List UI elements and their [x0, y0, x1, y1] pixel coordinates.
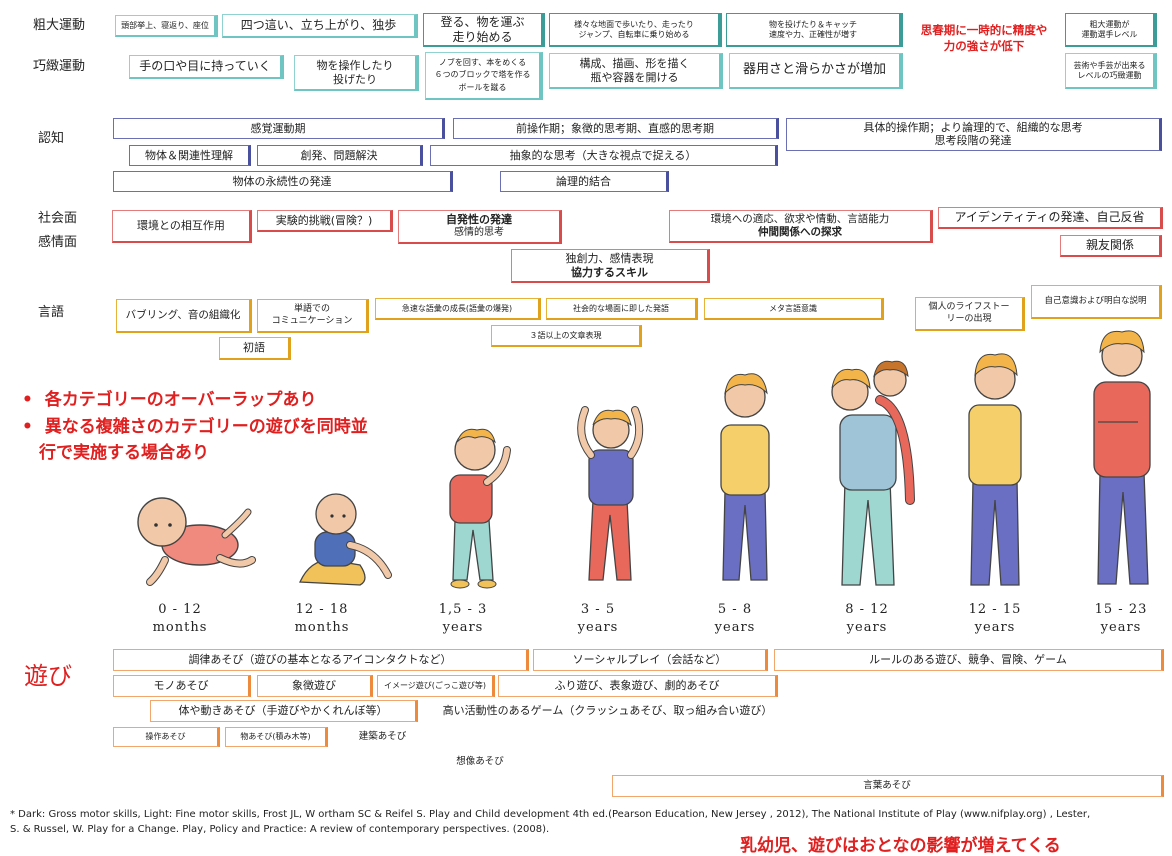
play-rough-and-tumble: 高い活動性のあるゲーム（クラッシュあそび、取っ組み合い遊び）: [442, 704, 773, 718]
social-environment-interaction: 環境との相互作用: [112, 210, 252, 243]
lang-self-awareness: 自己意識および明白な説明: [1031, 285, 1162, 319]
gross-climb-run: 登る、物を運ぶ走り始める: [423, 13, 545, 47]
lang-first-word: 初語: [219, 337, 291, 360]
row-label-emotional: 感情面: [38, 235, 78, 250]
play-imaginative: 想像あそび: [456, 756, 504, 768]
play-body-movement: 体や動きあそび（手遊びやかくれんぼ等）: [150, 700, 418, 722]
fine-draw-open: 構成、描画、形を描く瓶や容器を開ける: [549, 53, 723, 89]
play-objects: モノあそび: [113, 675, 251, 697]
lang-babbling: バブリング、音の組織化: [116, 299, 252, 333]
bullet-overlap: • 各カテゴリーのオーバーラップあり: [22, 390, 317, 410]
child-3-5-icon: [577, 406, 644, 581]
sitting-baby-icon: [299, 493, 392, 586]
bullet-parallel: • 異なる複雑さのカテゴリーの遊びを同時並: [22, 417, 368, 437]
fine-hand-to-mouth: 手の口や目に持っていく: [129, 55, 284, 79]
play-rules-games: ルールのある遊び、競争、冒険、ゲーム: [774, 649, 1164, 671]
cog-abstract-thinking: 抽象的な思考（大きな視点で捉える）: [430, 145, 778, 166]
play-construction: 建築あそび: [358, 731, 407, 743]
cog-logical-combination: 論理的結合: [500, 171, 669, 192]
gross-athlete-level: 粗大運動が運動選手レベル: [1065, 13, 1157, 47]
cutoff-note: 乳幼児、遊びはおとなの影響が増えてくる: [740, 836, 1061, 856]
lang-social-speech: 社会的な場面に即した発語: [546, 298, 698, 320]
teen-12-15-icon: [968, 353, 1022, 586]
social-adaptation-peers: 環境への適応、欲求や情動、言語能力仲間関係への探求: [669, 210, 933, 243]
social-autonomy: 自発性の発達感情的思考: [398, 210, 562, 244]
play-social: ソーシャルプレイ（会話など）: [533, 649, 768, 671]
social-cooperation: 独創力、感情表現協力するスキル: [511, 249, 710, 283]
gross-puberty-note: 思春期に一時的に精度や力の強さが低下: [920, 23, 1048, 53]
row-label-play: 遊び: [24, 662, 72, 690]
play-block-building: 物あそび(積み木等): [225, 727, 328, 747]
lang-metalinguistic: メタ言語意識: [704, 298, 884, 320]
lang-sentence: ３語以上の文章表現: [491, 325, 642, 347]
fine-manipulate-throw: 物を操作したり投げたり: [294, 55, 419, 91]
play-pretend-dramatic: ふり遊び、表象遊び、劇的あそび: [498, 675, 778, 697]
child-5-8-icon: [720, 373, 770, 581]
row-label-gross-motor: 粗大運動: [33, 18, 86, 33]
social-experimental-challenge: 実験的挑戦(冒険？): [257, 210, 393, 232]
youth-15-23-icon: [1093, 330, 1151, 585]
cog-preoperational: 前操作期；象徴的思考期、直感的思考期: [453, 118, 779, 139]
row-label-cognition: 認知: [38, 131, 65, 146]
piggyback-children-icon: [831, 360, 915, 586]
social-close-friends: 親友関係: [1060, 235, 1162, 257]
gross-walk-jump: 様々な地面で歩いたり、走ったりジャンプ、自転車に乗り始める: [549, 13, 722, 47]
lang-word-communication: 単語でのコミュニケーション: [257, 299, 369, 333]
social-identity: アイデンティティの発達、自己反省: [938, 207, 1163, 229]
lang-life-story: 個人のライフストーリーの出現: [915, 297, 1025, 331]
row-label-social: 社会面: [38, 211, 78, 226]
cog-problem-solving: 創発、問題解決: [257, 145, 423, 166]
row-label-language: 言語: [38, 305, 65, 320]
lang-vocabulary-burst: 急速な語彙の成長(語彙の爆発): [375, 298, 541, 320]
gross-throw-catch: 物を投げたり＆キャッチ速度や力、正確性が増す: [726, 13, 903, 47]
fine-dexterity: 器用さと滑らかさが増加: [729, 53, 903, 89]
gross-head-control: 頭部挙上、寝返り、座位: [115, 15, 218, 37]
cog-object-relations: 物体＆関連性理解: [129, 145, 251, 166]
play-word: 言葉あそび: [612, 775, 1164, 797]
crawling-baby-icon: [137, 497, 256, 586]
bullet-parallel-cont: 行で実施する場合あり: [39, 443, 209, 463]
row-label-fine-motor: 巧緻運動: [33, 59, 86, 74]
gross-crawl-walk: 四つ這い、立ち上がり、独歩: [222, 14, 418, 38]
cog-concrete-operational: 具体的操作期；より論理的で、組織的な思考思考段階の発達: [786, 118, 1162, 151]
fine-craft-level: 芸術や手芸が出来るレベルの巧緻運動: [1065, 53, 1157, 89]
play-symbolic: 象徴遊び: [257, 675, 373, 697]
play-attunement: 調律あそび（遊びの基本となるアイコンタクトなど）: [113, 649, 529, 671]
cog-sensorimotor: 感覚運動期: [113, 118, 445, 139]
toddler-icon: [449, 428, 511, 589]
footnote-line-2: S. & Russel, W. Play for a Change. Play,…: [10, 824, 550, 835]
footnote-line-1: * Dark: Gross motor skills, Light: Fine …: [10, 809, 1091, 820]
cog-object-permanence: 物体の永続性の発達: [113, 171, 453, 192]
play-imagination-pretend: イメージ遊び(ごっこ遊び等): [377, 675, 495, 697]
play-manipulation: 操作あそび: [113, 727, 220, 747]
